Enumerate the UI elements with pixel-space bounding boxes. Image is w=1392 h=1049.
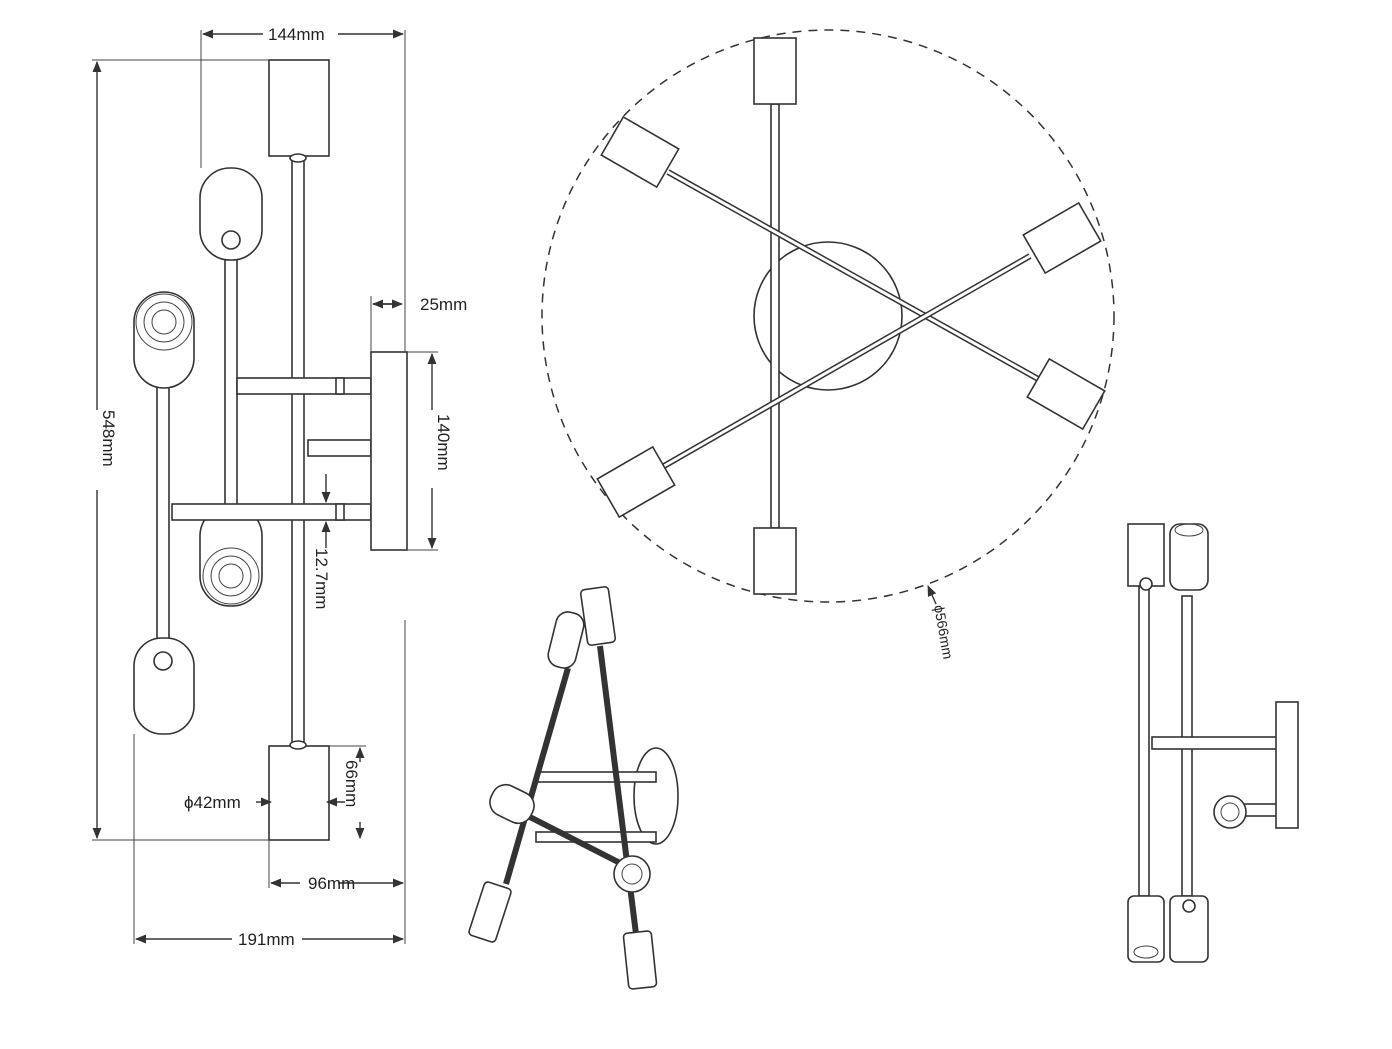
dim-circle-diameter: ϕ566mm: [931, 604, 956, 660]
dim-height-total: 548mm: [99, 410, 118, 467]
perspective-view: [468, 586, 679, 990]
side-view: [1127, 523, 1299, 963]
dim-tube-spacing: 12.7mm: [312, 548, 331, 609]
dim-base-height: 140mm: [434, 414, 453, 471]
dim-socket-width: 96mm: [308, 874, 355, 893]
dim-socket-height: 66mm: [342, 760, 361, 807]
dim-width-total: 191mm: [238, 930, 295, 949]
dim-base-depth: 25mm: [420, 295, 467, 314]
top-view: ϕ566mm: [541, 29, 1115, 660]
dim-width-top: 144mm: [268, 25, 325, 44]
dim-socket-diameter: ϕ42mm: [184, 793, 241, 812]
front-view: 144mm 548mm 25mm 140mm 12.7mm 66mm ϕ42mm: [92, 25, 467, 949]
